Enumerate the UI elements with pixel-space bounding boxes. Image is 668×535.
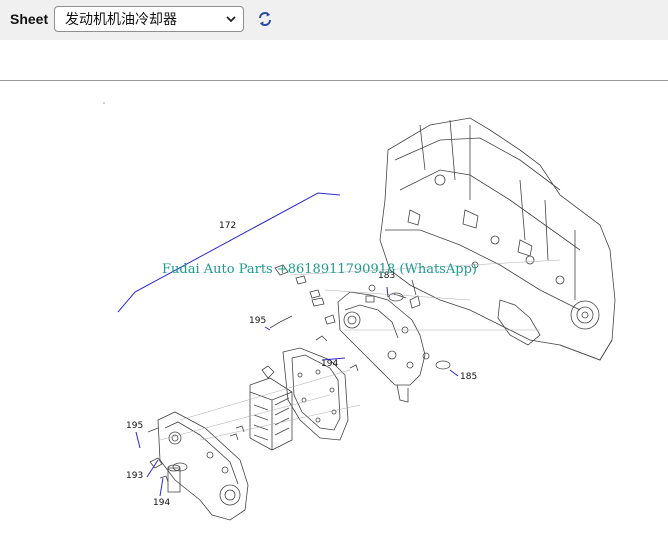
callout-194-upper[interactable]: 194 xyxy=(321,359,339,369)
callout-185[interactable]: 185 xyxy=(460,372,478,382)
assembly-lines xyxy=(159,259,561,441)
sheet-select-value: 发动机机油冷却器 xyxy=(65,12,177,28)
toolbar: Sheet 发动机机油冷却器 xyxy=(0,0,668,40)
refresh-icon[interactable] xyxy=(256,10,274,28)
watermark-text: Fudai Auto Parts +8618911790918 (WhatsAp… xyxy=(162,262,477,277)
sheet-select[interactable]: 发动机机油冷却器 xyxy=(54,6,244,32)
chevron-down-icon xyxy=(226,16,236,23)
callout-194-lower[interactable]: 194 xyxy=(153,498,171,508)
callout-195-upper[interactable]: 195 xyxy=(249,316,267,326)
oil-cooler-housing xyxy=(337,279,451,403)
callout-195-lower[interactable]: 195 xyxy=(126,421,144,431)
bolts xyxy=(147,264,407,483)
callout-193[interactable]: 193 xyxy=(126,471,144,481)
divider xyxy=(0,80,668,81)
gasket xyxy=(282,347,349,441)
callout-172[interactable]: 172 xyxy=(219,221,237,231)
parts-diagram xyxy=(103,102,616,521)
callout-183[interactable]: 183 xyxy=(378,271,396,281)
sheet-label: Sheet xyxy=(10,11,49,27)
leader-lines xyxy=(117,192,459,497)
cooler-core xyxy=(249,377,293,451)
cooler-cover xyxy=(157,411,249,521)
engine-block xyxy=(379,117,616,361)
